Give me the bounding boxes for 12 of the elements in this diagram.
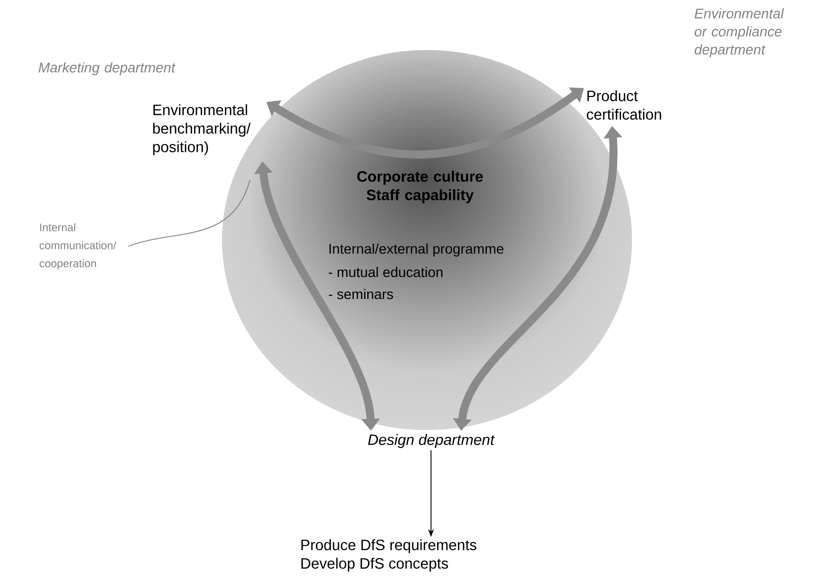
leader-line [128,180,250,247]
body-text: Internal/external programme [330,243,504,257]
body-text: - seminars [328,288,394,300]
department-heading: Marketing department [38,62,176,76]
note-text: Internal communication/ cooperation [40,223,116,270]
department-heading: Environmental or compliance department [694,8,784,58]
body-text: - mutual education [328,266,442,278]
task-text: Product certification [586,90,662,120]
task-text: Produce DfS requirements Develop DfS concepts [301,539,476,572]
department-text: Design department [368,434,495,448]
heading-text: Corporate culture Staff capability [357,170,483,204]
task-text: Environmental benchmarking/ position) [153,104,251,156]
